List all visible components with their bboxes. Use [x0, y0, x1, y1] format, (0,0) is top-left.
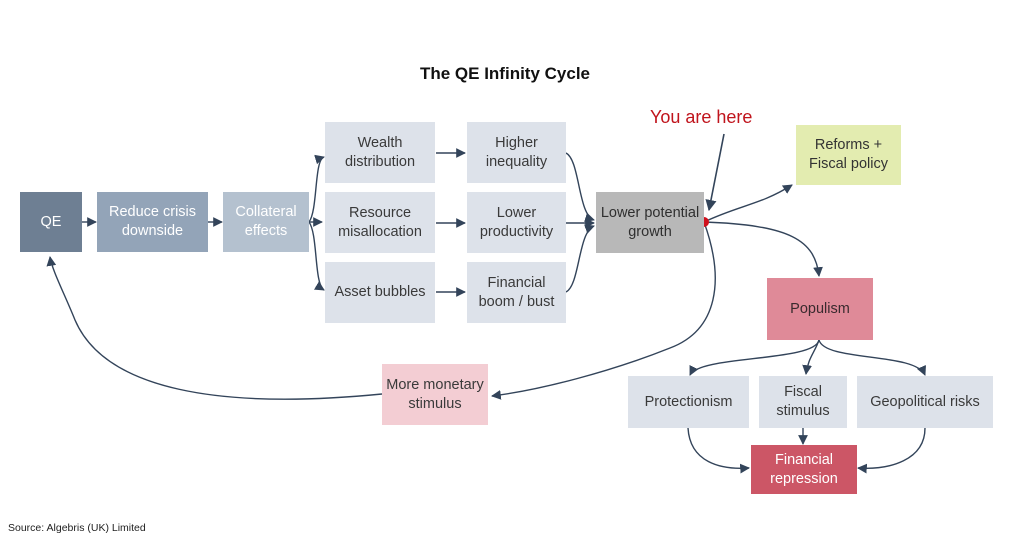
node-resource-misallocation: Resource misallocation	[325, 192, 435, 253]
source-note: Source: Algebris (UK) Limited	[8, 522, 146, 534]
node-reduce-crisis-downside: Reduce crisis downside	[97, 192, 208, 252]
arrow-protectionism-to-repression	[687, 427, 750, 474]
node-collateral-effects: Collateral effects	[223, 192, 309, 252]
arrow-financial-to-growth	[565, 224, 595, 293]
arrow-here-to-reforms	[703, 184, 793, 223]
you-are-here-label: You are here	[650, 107, 753, 127]
node-financial-repression: Financial repression	[751, 445, 857, 494]
arrow-collateral-to-asset	[308, 221, 325, 291]
arrow-populism-to-protectionism	[689, 339, 820, 376]
arrow-here-to-monetary	[491, 221, 716, 400]
node-financial-boom-bust: Financial boom / bust	[467, 262, 566, 323]
arrow-collateral-to-wealth	[308, 154, 325, 223]
arrow-inequality-to-growth	[565, 152, 595, 223]
arrow-populism-to-fiscal	[802, 339, 820, 375]
arrow-geopolitical-to-repression	[857, 427, 926, 474]
arrow-populism-to-geopolitical	[818, 339, 926, 376]
node-wealth-distribution: Wealth distribution	[325, 122, 435, 183]
node-lower-potential-growth: Lower potential growth	[596, 192, 704, 253]
arrow-here-to-populism	[703, 221, 823, 277]
node-fiscal-stimulus: Fiscal stimulus	[759, 376, 847, 428]
node-qe: QE	[20, 192, 82, 252]
arrow-monetary-to-qe	[46, 256, 383, 400]
node-protectionism: Protectionism	[628, 376, 749, 428]
diagram-title: The QE Infinity Cycle	[419, 64, 591, 83]
node-higher-inequality: Higher inequality	[467, 122, 566, 183]
node-geopolitical-risks: Geopolitical risks	[857, 376, 993, 428]
arrow-you-are-here-pointer	[705, 133, 725, 212]
node-asset-bubbles: Asset bubbles	[325, 262, 435, 323]
node-reforms-fiscal-policy: Reforms + Fiscal policy	[796, 125, 901, 185]
node-lower-productivity: Lower productivity	[467, 192, 566, 253]
node-more-monetary-stimulus: More monetary stimulus	[382, 364, 488, 425]
node-populism: Populism	[767, 278, 873, 340]
